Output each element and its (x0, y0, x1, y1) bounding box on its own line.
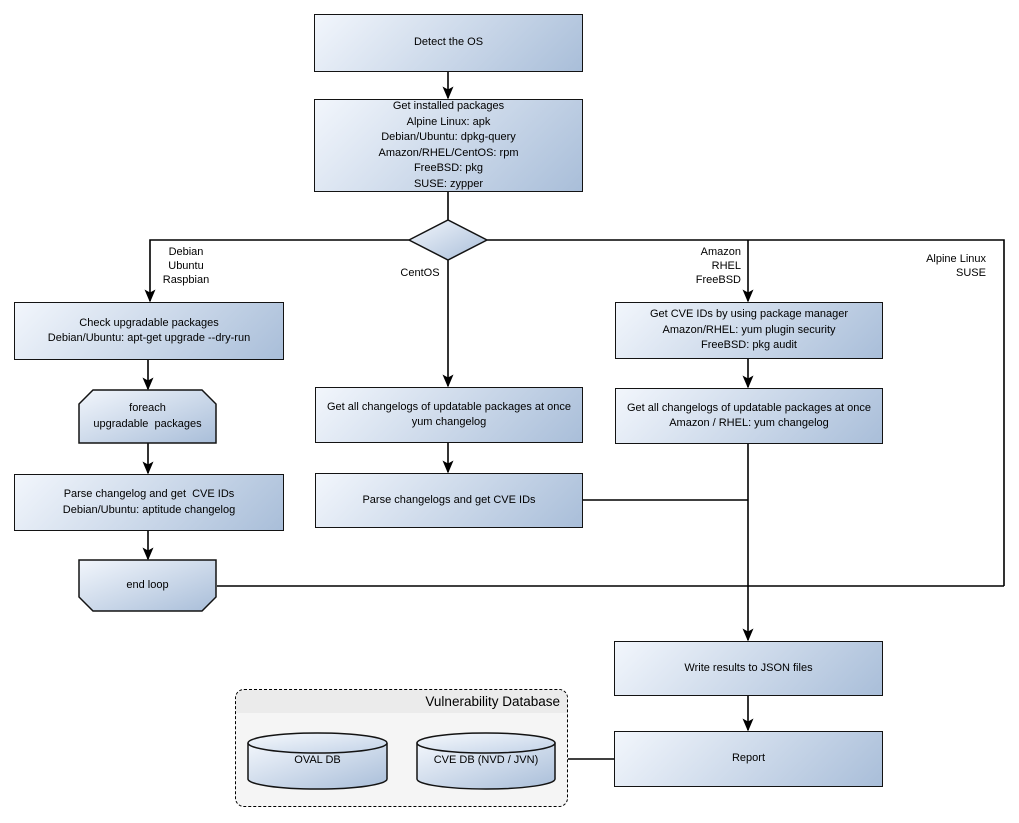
node-text: FreeBSD: pkg audit (701, 339, 797, 352)
branch-label-amazon: Amazon RHEL FreeBSD (653, 245, 741, 287)
node-get-installed-packages: Get installed packages Alpine Linux: apk… (314, 99, 583, 192)
branch-text: SUSE (956, 267, 986, 279)
node-text: Amazon/RHEL: yum plugin security (662, 323, 836, 336)
vulnerability-database-header: Vulnerability Database (236, 690, 567, 713)
node-text: Amazon / RHEL: yum changelog (669, 417, 829, 429)
node-parse-changelog-debian: Parse changelog and get CVE IDs Debian/U… (14, 474, 284, 531)
node-parse-changelogs-centos: Parse changelogs and get CVE IDs (315, 473, 583, 528)
branch-text: Ubuntu (168, 260, 204, 272)
branch-text: CentOS (400, 267, 440, 279)
vulnerability-database-title: Vulnerability Database (425, 694, 560, 709)
node-get-cve-ids-pkg-manager: Get CVE IDs by using package manager Ama… (615, 302, 883, 359)
node-text: Debian/Ubuntu: dpkg-query (381, 131, 516, 143)
branch-text: FreeBSD (695, 274, 741, 286)
node-text: Parse changelogs and get CVE IDs (362, 493, 536, 506)
branch-text: Amazon (700, 246, 741, 258)
branch-text: Alpine Linux (926, 253, 986, 265)
foreach-loop-label: foreach upgradable packages (79, 390, 216, 443)
node-get-changelogs-amazon: Get all changelogs of updatable packages… (615, 388, 883, 444)
node-text: yum changelog (411, 416, 487, 428)
node-text: FreeBSD: pkg (413, 162, 484, 174)
node-text: Debian/Ubuntu: apt-get upgrade --dry-run (47, 332, 251, 344)
node-text: Get all changelogs of updatable packages… (326, 400, 571, 413)
node-text: Check upgradable packages (79, 316, 219, 329)
node-text: Parse changelog and get CVE IDs (63, 488, 235, 500)
vulnerability-database-panel: Vulnerability Database (235, 689, 568, 807)
oval-db-label: OVAL DB (294, 754, 341, 766)
os-decision-diamond (407, 219, 489, 261)
branch-text: RHEL (711, 260, 741, 272)
node-text: Get installed packages (392, 100, 505, 112)
node-text: Amazon/RHEL/CentOS: rpm (378, 146, 519, 159)
node-text: upgradable packages (93, 417, 202, 430)
branch-label-debian: Debian Ubuntu Raspbian (151, 245, 221, 287)
node-text: Debian/Ubuntu: aptitude changelog (62, 503, 236, 516)
node-text: SUSE: zypper (413, 177, 484, 190)
node-text: Get all changelogs of updatable packages… (626, 401, 871, 414)
node-text: foreach (129, 402, 166, 414)
node-write-results-json: Write results to JSON files (614, 641, 883, 696)
branch-text: Debian (168, 246, 204, 258)
branch-text: Raspbian (162, 274, 210, 286)
node-text: Report (731, 752, 766, 765)
node-detect-os: Detect the OS (314, 14, 583, 72)
node-text: end loop (126, 578, 169, 591)
cve-db-label: CVE DB (NVD / JVN) (433, 754, 539, 766)
node-text: Detect the OS (413, 36, 484, 49)
node-text: Write results to JSON files (684, 661, 813, 674)
node-report: Report (614, 731, 883, 787)
branch-label-centos: CentOS (390, 266, 450, 280)
node-check-upgradable-packages: Check upgradable packages Debian/Ubuntu:… (14, 302, 284, 360)
node-text: Alpine Linux: apk (406, 115, 491, 128)
node-text: Get CVE IDs by using package manager (649, 308, 849, 321)
end-loop-label: end loop (79, 560, 216, 611)
branch-label-alpine: Alpine Linux SUSE (894, 252, 986, 280)
node-get-changelogs-centos: Get all changelogs of updatable packages… (315, 387, 583, 443)
